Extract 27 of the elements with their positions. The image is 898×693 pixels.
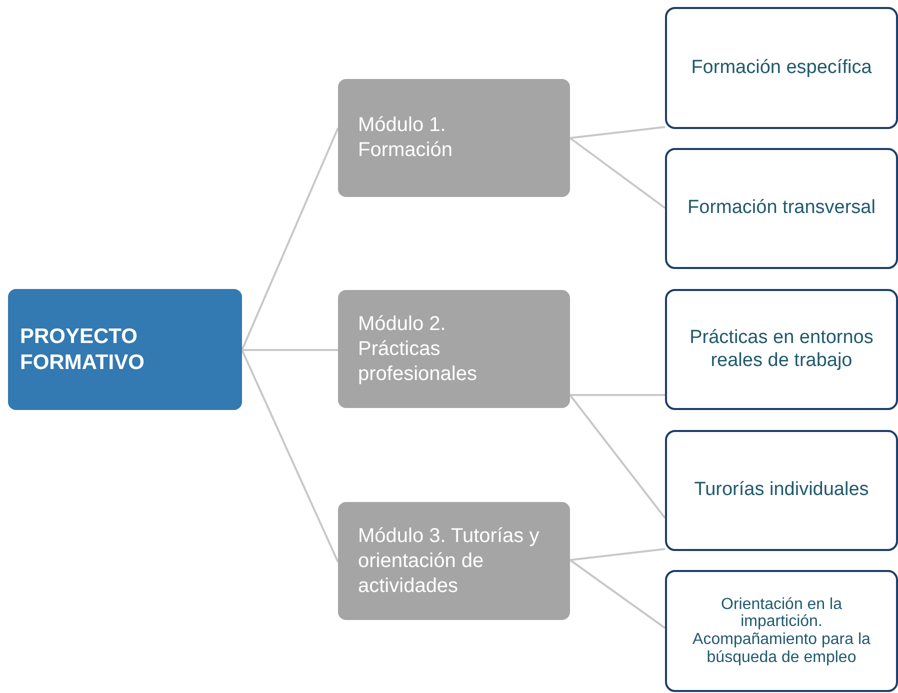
node-text: Turorías individuales bbox=[694, 479, 869, 502]
node-text: Módulo 1. Formación bbox=[358, 113, 454, 163]
connector-line bbox=[570, 548, 666, 561]
node-text: Prácticas en entornos reales de trabajo bbox=[688, 326, 874, 372]
connector-line bbox=[241, 350, 339, 562]
connector-line bbox=[569, 559, 666, 629]
item-box bbox=[665, 7, 898, 129]
node-text: Orientación en la impartición. Acompañamiento para la búsqueda de empleo bbox=[692, 596, 872, 666]
item-box bbox=[665, 570, 898, 692]
node-text: Módulo 2. Prácticas profesionales bbox=[358, 312, 478, 386]
connector-line bbox=[569, 394, 666, 519]
connector-line bbox=[570, 126, 666, 139]
module-box bbox=[338, 290, 570, 408]
item-box bbox=[665, 289, 898, 410]
connector-line bbox=[570, 394, 665, 396]
node-text: Módulo 3. Tutorías y orientación de actividades bbox=[358, 524, 540, 598]
item-box bbox=[665, 148, 898, 269]
root-box bbox=[8, 289, 242, 410]
module-box bbox=[338, 79, 570, 197]
item-box bbox=[665, 430, 898, 551]
connector-line bbox=[241, 128, 339, 350]
module-box bbox=[338, 502, 570, 620]
connector-line bbox=[242, 349, 338, 351]
node-text: Formación transversal bbox=[688, 197, 876, 220]
node-text: Formación específica bbox=[691, 56, 872, 80]
node-text: PROYECTO FORMATIVO bbox=[20, 324, 146, 375]
connector-line bbox=[569, 137, 666, 209]
